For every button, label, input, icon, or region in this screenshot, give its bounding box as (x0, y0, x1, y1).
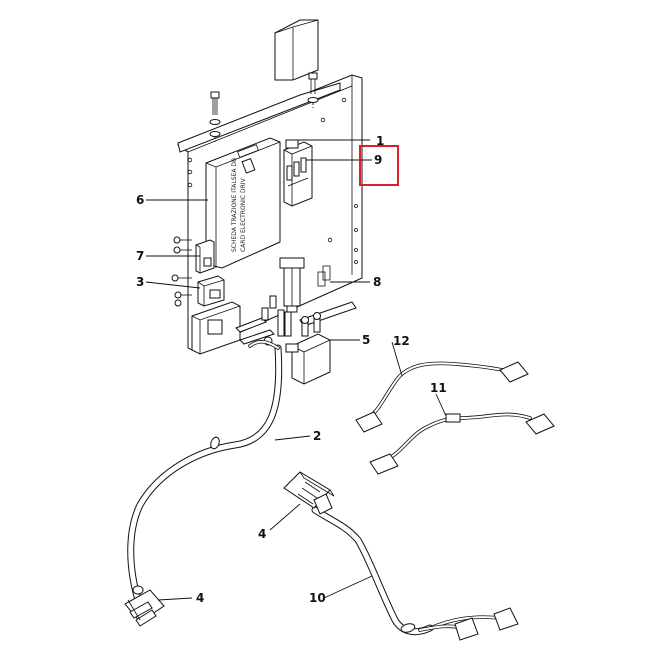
fuse-holder-vertical (279, 257, 305, 313)
board-label-line1: SCHEDA TRAZIONE ITALSEA DB (231, 158, 238, 252)
callout-1: 1 (376, 134, 384, 148)
left-screws (171, 236, 192, 307)
connector-strip (277, 309, 292, 337)
callout-9: 9 (374, 153, 382, 167)
callout-5: 5 (362, 333, 370, 347)
board-label-line2: CARD ELECTRONIC DRIV (240, 177, 247, 252)
top-cover-cap (274, 19, 319, 81)
callout-4-lower: 4 (196, 591, 204, 605)
highlight-box-callout-9 (359, 145, 399, 186)
connector-bottom-left (124, 589, 165, 627)
callout-3: 3 (136, 275, 144, 289)
callout-7: 7 (136, 249, 144, 263)
lower-bracket (191, 301, 241, 355)
connector-part-4-upper (283, 471, 335, 515)
callout-2: 2 (313, 429, 321, 443)
harness-11 (369, 412, 555, 475)
callout-leaders (145, 139, 447, 601)
top-screw-right (307, 72, 319, 108)
harness-10 (311, 506, 519, 641)
callout-11: 11 (430, 381, 447, 395)
main-cable (127, 339, 283, 604)
relay-small (195, 239, 215, 274)
electronic-board: SCHEDA TRAZIONE ITALSEA DB CARD ELECTRON… (205, 137, 281, 269)
callout-6: 6 (136, 193, 144, 207)
contactor (285, 312, 331, 385)
harness-12 (355, 361, 529, 433)
relay-3 (197, 275, 225, 307)
terminal-fuse-holder (283, 139, 313, 207)
callout-4-upper: 4 (258, 527, 266, 541)
callout-10: 10 (309, 591, 326, 605)
callout-12: 12 (393, 334, 410, 348)
callout-8: 8 (373, 275, 381, 289)
top-screw-left (209, 91, 221, 142)
